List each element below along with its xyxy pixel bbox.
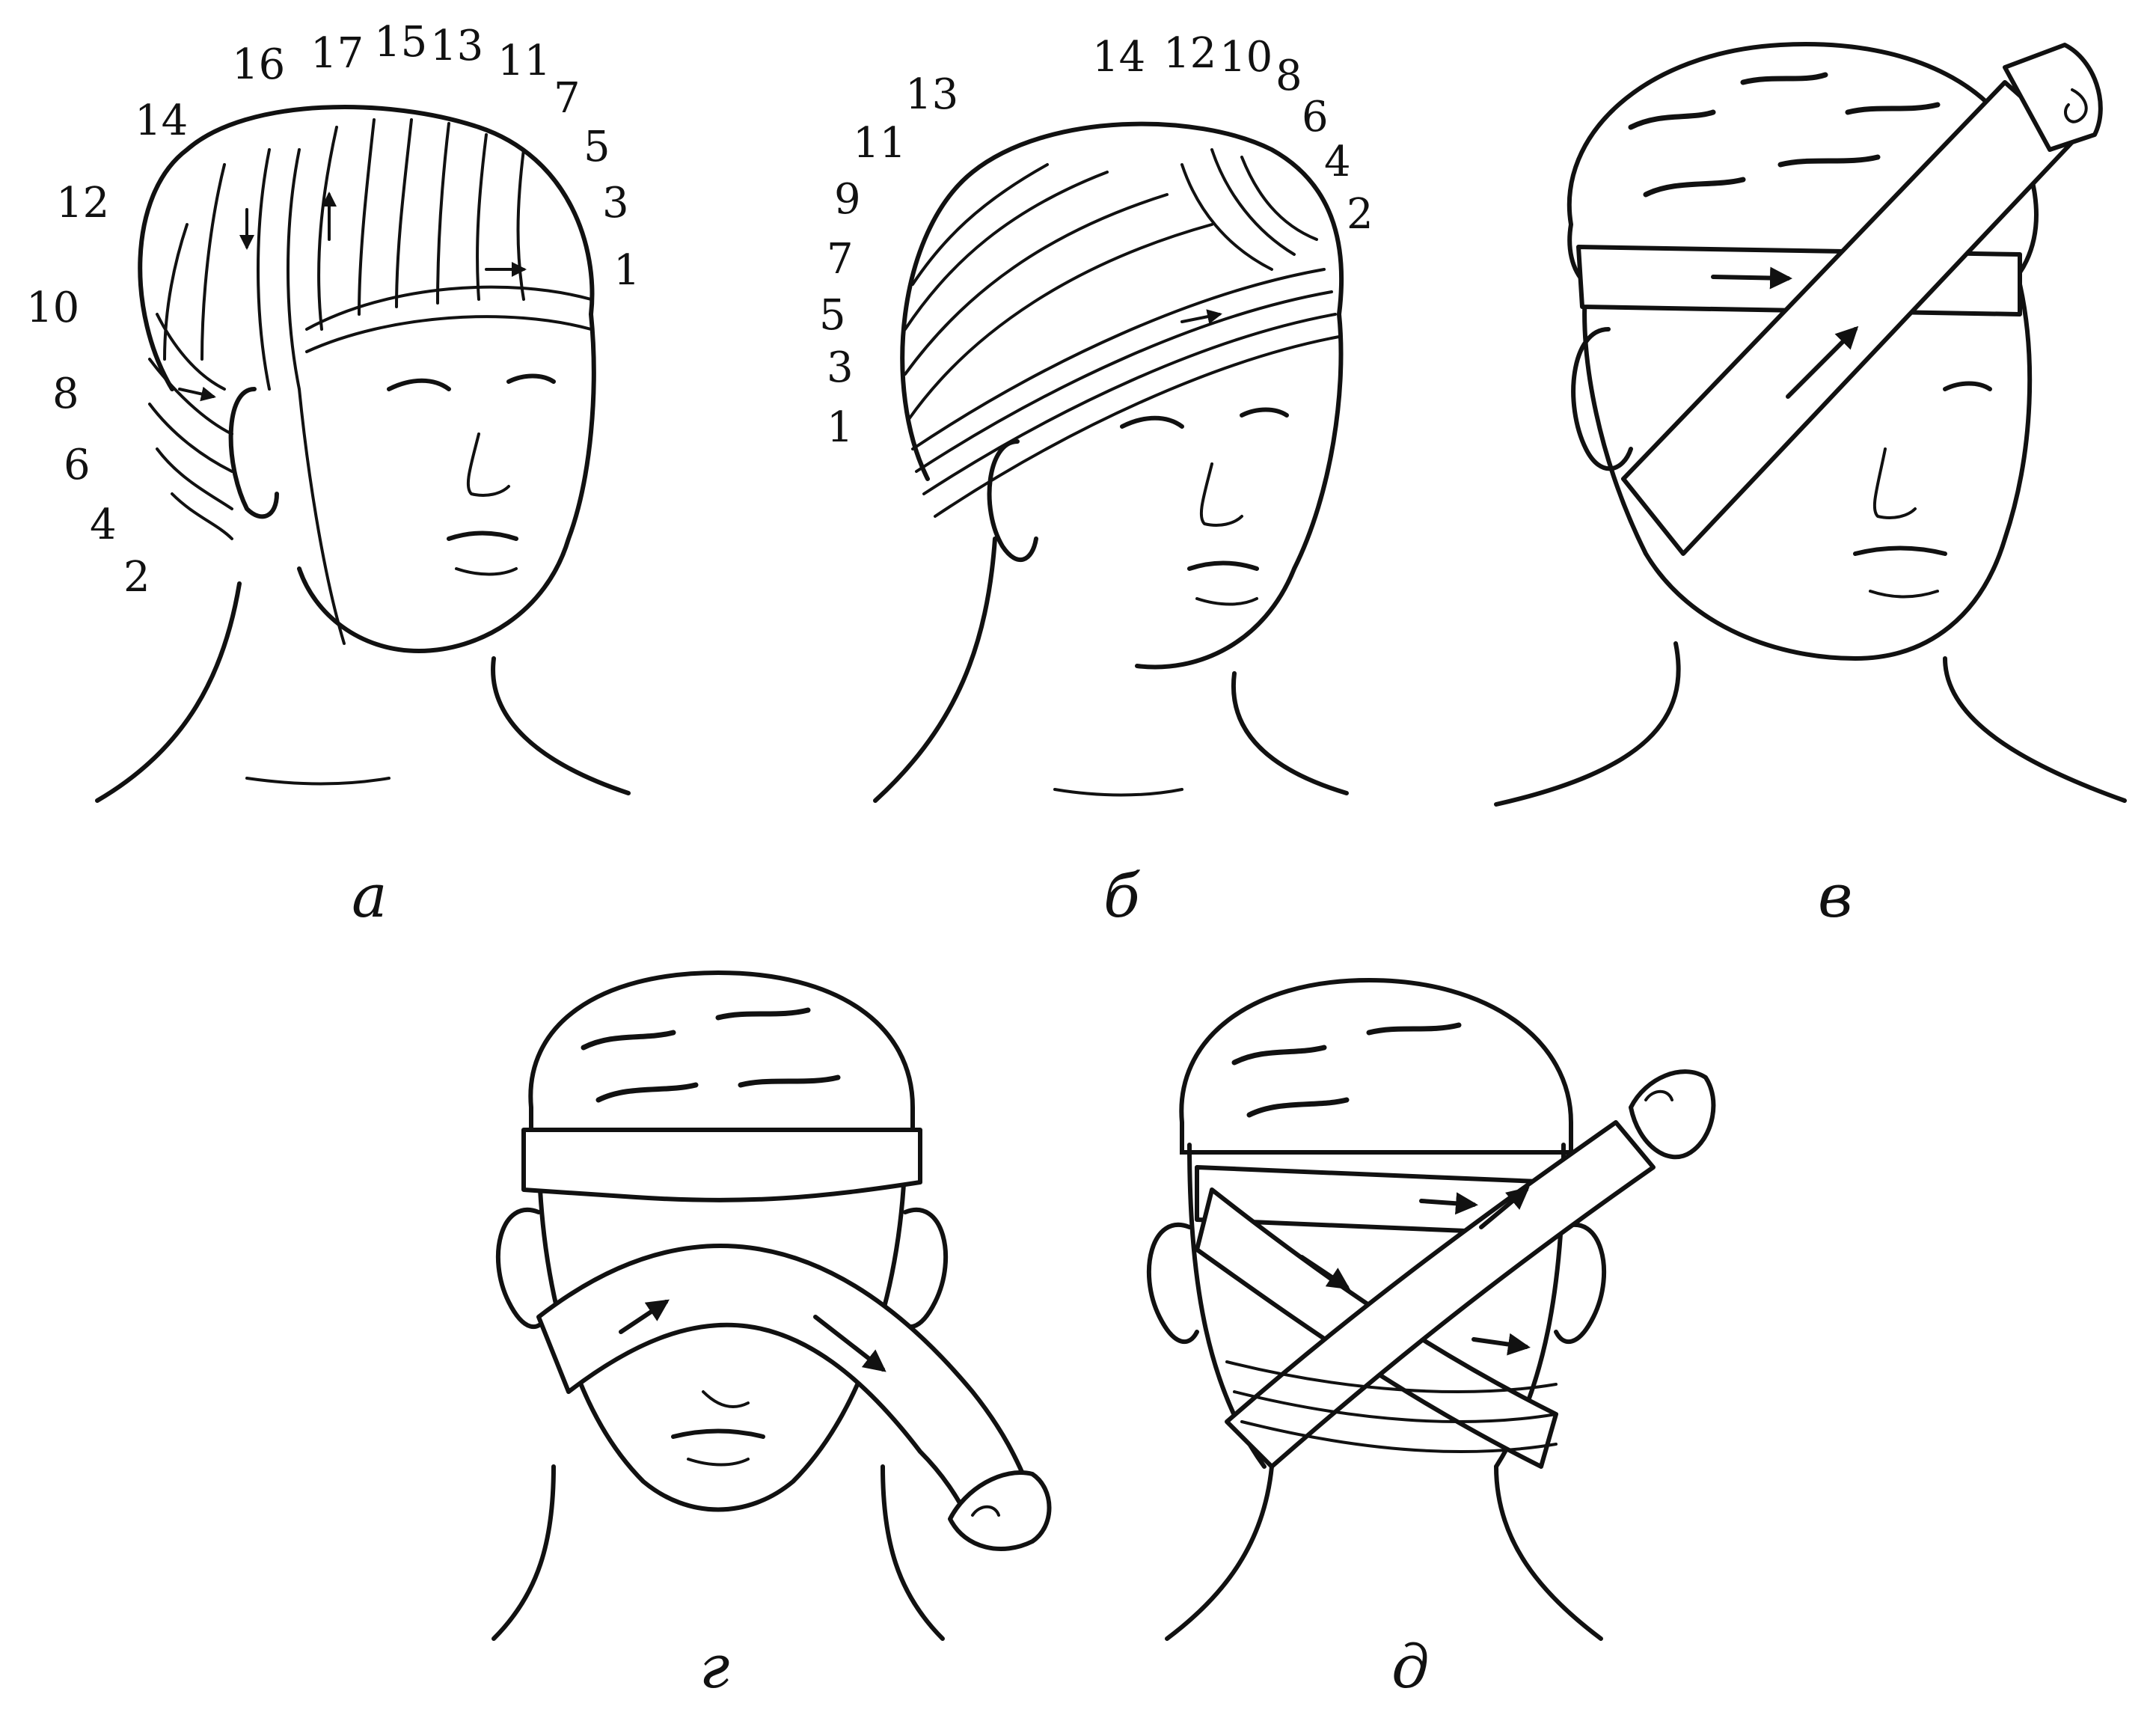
roll-spiral-g <box>971 1505 1000 1517</box>
figure-caption-d: д <box>1391 1632 1430 1702</box>
bandage-roll-g <box>948 1470 1052 1551</box>
face-a <box>387 373 556 576</box>
figure-caption-b: б <box>1103 861 1141 931</box>
neck-left-a <box>95 581 242 803</box>
roll-spiral-d <box>1644 1089 1673 1101</box>
turn-label: 13 <box>430 22 483 70</box>
turn-label: 14 <box>1092 33 1145 82</box>
turn-label: 2 <box>123 553 150 602</box>
turn-label: 8 <box>52 370 79 418</box>
ear-left-g <box>495 1208 548 1330</box>
turn-label: 11 <box>497 37 551 85</box>
turn-label: 14 <box>135 97 188 145</box>
turn-label: 13 <box>905 70 958 119</box>
crossing-band-g <box>536 1244 1035 1529</box>
turn-label: 2 <box>1347 190 1373 239</box>
ear-b <box>987 439 1038 563</box>
neck-right-v <box>1943 656 2127 803</box>
ear-a <box>228 387 279 519</box>
turn-label: 5 <box>584 123 610 171</box>
neck-left-g <box>491 1464 556 1641</box>
hair-g <box>528 970 915 1147</box>
turn-label: 1 <box>613 246 640 295</box>
turn-label: 4 <box>90 501 117 549</box>
ear-v <box>1571 327 1633 471</box>
cap-bandage-a <box>148 118 592 645</box>
bandage-roll-d <box>1629 1069 1716 1160</box>
neck-right-b <box>1231 671 1349 795</box>
turn-label: 15 <box>374 18 427 67</box>
neck-right-g <box>881 1464 945 1641</box>
neck-left-v <box>1494 641 1681 807</box>
turn-label: 12 <box>56 179 109 227</box>
figure-d: д <box>1146 977 1716 1702</box>
turn-label: 9 <box>834 175 861 224</box>
turn-label: 7 <box>827 235 854 284</box>
turn-label: 5 <box>819 291 846 340</box>
collar-a <box>245 777 391 786</box>
turn-label: 3 <box>602 179 629 227</box>
spiral-bandage-b <box>904 148 1341 518</box>
head-band-g <box>521 1128 922 1202</box>
bandage-roll-v <box>2003 43 2103 152</box>
turn-label: 16 <box>232 40 285 89</box>
hair-d <box>1179 977 1573 1155</box>
turn-label: 6 <box>64 441 91 489</box>
face-g <box>671 1390 765 1467</box>
turn-label: 10 <box>1219 33 1273 82</box>
turn-label: 3 <box>827 343 854 392</box>
arrow-v1 <box>1711 266 1792 290</box>
ear-right-g <box>895 1208 949 1330</box>
head-outline-b <box>900 121 1344 670</box>
ear-left-d <box>1146 1223 1199 1345</box>
figure-caption-g: г <box>699 1632 729 1702</box>
face-v <box>1853 381 1992 599</box>
turn-label: 12 <box>1163 29 1216 78</box>
arrow-g1 <box>619 1299 670 1334</box>
turn-label: 1 <box>827 403 854 452</box>
hair-texture-g <box>581 1007 841 1103</box>
arrow-v2 <box>1786 325 1859 399</box>
turn-label: 7 <box>554 74 581 123</box>
hair-texture-d <box>1231 1022 1462 1118</box>
head-outline-v <box>1582 282 2033 661</box>
neck-right-a <box>491 656 631 795</box>
turn-label: 6 <box>1302 93 1329 141</box>
cross-bandage-d <box>1195 1120 1656 1469</box>
turn-label: 10 <box>26 284 79 332</box>
figure-a: 1 2 3 4 5 6 7 8 10 11 12 13 14 15 16 17 … <box>26 18 640 931</box>
turn-label: 11 <box>853 119 906 168</box>
face-b <box>1120 407 1289 606</box>
turn-label: 4 <box>1324 138 1351 186</box>
figure-v: в <box>1494 42 2127 931</box>
collar-b <box>1053 788 1183 797</box>
figure-caption-v: в <box>1818 861 1853 931</box>
figure-b: 1 2 3 4 5 6 7 8 9 10 11 12 13 14 б <box>819 29 1373 931</box>
neck-left-d <box>1165 1464 1274 1641</box>
roll-spiral-v <box>2064 88 2088 123</box>
figure-g: г <box>491 970 1052 1702</box>
head-outline-a <box>138 104 596 653</box>
figure-caption-a: а <box>352 861 388 931</box>
neck-left-b <box>873 536 997 803</box>
arrow-g2 <box>813 1315 886 1372</box>
neck-right-d <box>1494 1464 1603 1641</box>
turn-label: 8 <box>1275 52 1302 100</box>
turn-label: 17 <box>310 29 364 78</box>
ear-right-d <box>1554 1223 1607 1345</box>
